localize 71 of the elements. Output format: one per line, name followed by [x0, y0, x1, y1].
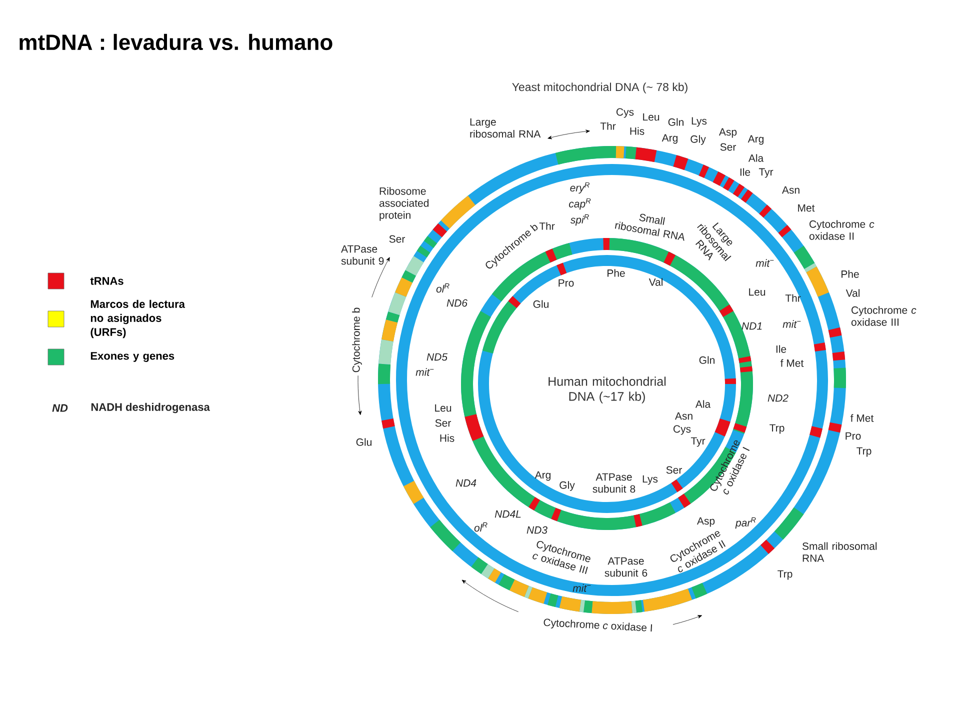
gene-label: Met [798, 204, 815, 212]
gene-label: Leu [643, 113, 660, 121]
gene-label: cap$^{R}$ [568, 198, 591, 210]
ring-title: Yeast mitochondrial DNA (~ 78 kb) [512, 82, 688, 94]
gene-label: Asn [674, 412, 692, 420]
gene-label: Trp [856, 447, 872, 457]
gene-label: Ala [695, 400, 711, 408]
gene-label: Cytochrome c oxidase II [809, 220, 874, 240]
gene-label: Cys [674, 425, 691, 435]
gene-label: Ribosome associated protein [379, 187, 429, 221]
gene-label: Asp [696, 517, 715, 527]
gene-label: ND2 [768, 394, 788, 402]
legend-label: Marcos de lectura no asignados (URFs) [90, 300, 185, 338]
gene-label: Phe [608, 269, 625, 277]
gene-label: Trp [778, 570, 792, 580]
gene-label: Leu [749, 288, 766, 296]
gene-label: ND1 [742, 322, 762, 330]
gene-label: Leu [435, 404, 452, 412]
gene-label: mit$^{−}$ [416, 368, 434, 376]
legend-label: tRNAs [90, 277, 124, 285]
gene-label: ATPase subunit 6 [604, 557, 648, 577]
gene-label: Asn [782, 186, 800, 194]
gene-label: Asp [718, 128, 737, 138]
gene-label: Thr [785, 294, 801, 302]
gene-label: Ala [748, 154, 764, 162]
gene-label: Gly [690, 135, 706, 145]
legend-label: Exones y genes [90, 352, 174, 362]
gene-label: Small ribosomal RNA [802, 542, 877, 562]
gene-label: Cys [616, 108, 634, 118]
gene-label: Phe [842, 270, 859, 278]
gene-label: Val [846, 289, 860, 297]
gene-label: spi$^{R}$ [570, 214, 589, 226]
gene-label: ATPase subunit 9 [341, 245, 384, 265]
gene-label: Gln [699, 356, 714, 364]
gene-label: Tyr [690, 437, 706, 447]
gene-label: Ser [435, 419, 451, 427]
gene-label: Ser [720, 143, 736, 151]
gene-label: Thr [600, 122, 616, 130]
gene-label: Small ribosomal RNA [614, 214, 684, 241]
gene-label: Gln [668, 118, 684, 126]
gene-label: Ser [389, 235, 405, 243]
gene-label: par$^{R}$ [735, 517, 756, 529]
gene-label: mit$^{−}$ [782, 320, 801, 328]
gene-label: Cytochrome c oxidase I [544, 618, 652, 632]
gene-label: ery$^{R}$ [570, 182, 590, 194]
gene-label: Cytochrome b [352, 308, 362, 372]
gene-label: Tyr [758, 168, 774, 178]
gene-label: His [630, 127, 644, 135]
gene-label: Arg [662, 134, 678, 144]
gene-label: Cytochrome c oxidase III [851, 306, 916, 326]
gene-label: Val [648, 278, 662, 286]
gene-label: Trp [770, 424, 784, 434]
gene-label: Lys [692, 117, 707, 127]
gene-label: NADH deshidrogenasa [91, 402, 210, 414]
gene-label: Glu [356, 438, 372, 446]
gene-label: ND6 [446, 299, 468, 307]
gene-label: ol$^{R}$ [436, 283, 450, 293]
gene-label: Ile [740, 168, 750, 176]
gene-label: ND5 [426, 353, 448, 361]
gene-label: f Met [850, 414, 874, 422]
gene-label: Arg [748, 135, 764, 145]
gene-label: Ile [776, 345, 786, 353]
gene-label: Thr [539, 222, 555, 230]
gene-label: f Met [780, 359, 804, 367]
gene-label: mit$^{−}$ [572, 584, 591, 592]
gene-label: Pro [846, 432, 861, 440]
gene-label: Large ribosomal RNA [470, 118, 541, 138]
title: mtDNA : levadura vs. humano [20, 34, 332, 50]
gene-label: Pro [558, 279, 574, 287]
gene-label: mit$^{−}$ [756, 259, 774, 267]
gene-label: ND [52, 404, 68, 412]
